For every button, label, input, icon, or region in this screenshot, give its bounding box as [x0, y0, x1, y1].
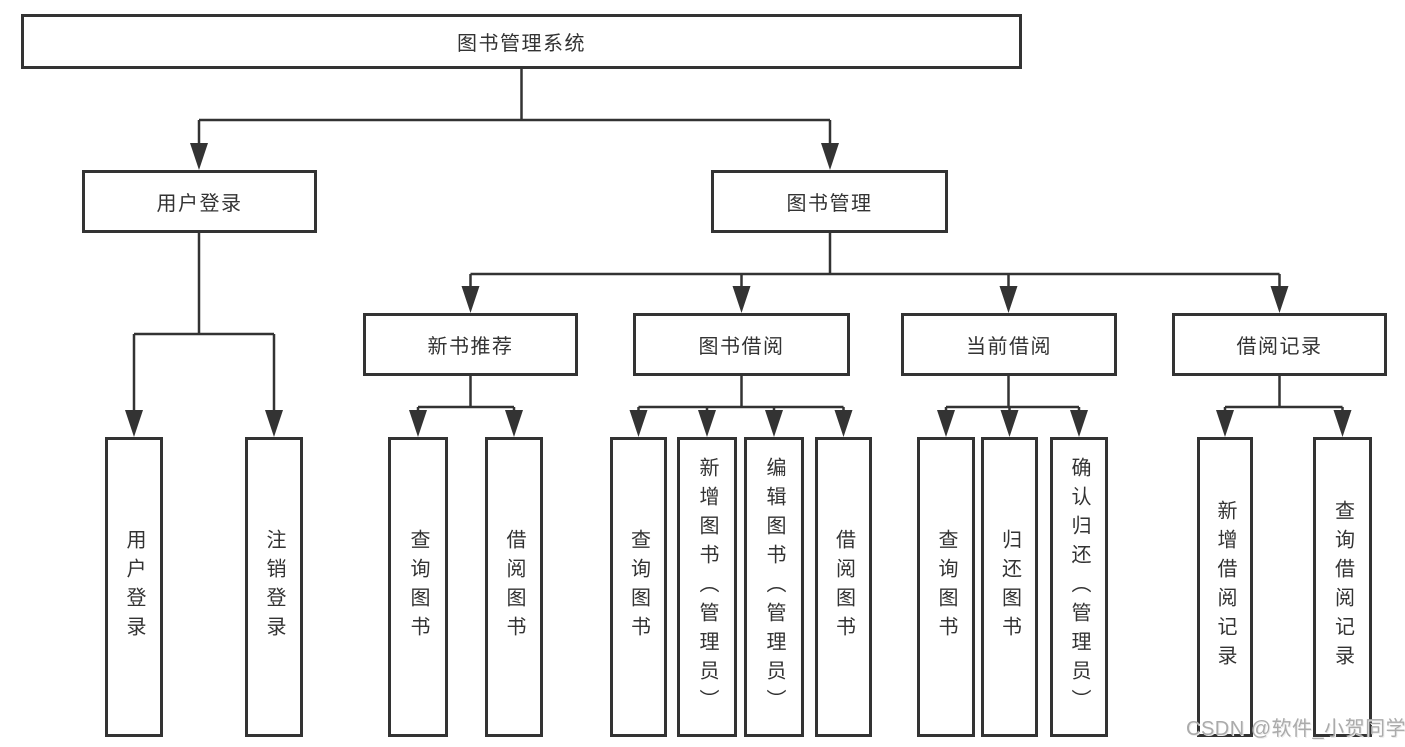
node-borrow-records-label: 借阅记录: [1236, 336, 1323, 358]
arrowhead-icon: [1333, 410, 1352, 437]
node-new-book-recommend: 新书推荐: [363, 313, 578, 376]
leaf-newbook-query: 查询图书: [388, 437, 448, 737]
node-book-management: 图书管理: [711, 170, 948, 233]
leaf-logout: 注销登录: [245, 437, 303, 737]
arrowhead-icon: [834, 410, 853, 437]
leaf-current-confirm-admin: 确认归还（管理员）: [1050, 437, 1108, 737]
node-new-book-recommend-label: 新书推荐: [427, 336, 514, 358]
arrowhead-icon: [1070, 410, 1088, 437]
node-book-management-label: 图书管理: [786, 193, 873, 215]
arrowhead-icon: [505, 410, 523, 437]
leaf-user-login: 用户登录: [105, 437, 163, 737]
arrowhead-icon: [125, 410, 143, 437]
leaf-record-add: 新增借阅记录: [1197, 437, 1253, 737]
arrowhead-icon: [1000, 410, 1019, 437]
leaf-newbook-query-label: 查询图书: [407, 529, 429, 645]
arrowhead-icon: [409, 410, 427, 437]
node-book-borrow: 图书借阅: [633, 313, 850, 376]
leaf-user-login-label: 用户登录: [123, 529, 145, 645]
leaf-newbook-borrow-label: 借阅图书: [503, 529, 525, 645]
leaf-borrow-query: 查询图书: [610, 437, 667, 737]
node-root-label: 图书管理系统: [457, 33, 586, 55]
arrowhead-icon: [732, 286, 751, 313]
arrowhead-icon: [1216, 410, 1234, 437]
leaf-borrow-add-admin-label: 新增图书（管理员）: [696, 456, 718, 718]
leaf-newbook-borrow: 借阅图书: [485, 437, 543, 737]
leaf-record-query: 查询借阅记录: [1313, 437, 1372, 737]
leaf-logout-label: 注销登录: [263, 529, 285, 645]
node-root: 图书管理系统: [21, 14, 1022, 69]
arrowhead-icon: [265, 410, 283, 437]
leaf-current-return-label: 归还图书: [998, 529, 1021, 645]
watermark: CSDN @软件_小贺同学: [1186, 718, 1405, 740]
node-current-borrow: 当前借阅: [901, 313, 1117, 376]
arrowhead-icon: [999, 286, 1018, 313]
leaf-current-query-label: 查询图书: [935, 529, 957, 645]
leaf-current-query: 查询图书: [917, 437, 975, 737]
arrowhead-icon: [629, 410, 648, 437]
leaf-borrow-query-label: 查询图书: [627, 529, 650, 645]
leaf-borrow-borrow-label: 借阅图书: [832, 529, 855, 645]
node-borrow-records: 借阅记录: [1172, 313, 1387, 376]
leaf-borrow-borrow: 借阅图书: [815, 437, 872, 737]
arrowhead-icon: [937, 410, 955, 437]
node-user-login: 用户登录: [82, 170, 317, 233]
leaf-current-confirm-admin-label: 确认归还（管理员）: [1068, 456, 1090, 718]
leaf-borrow-add-admin: 新增图书（管理员）: [677, 437, 737, 737]
arrowhead-icon: [461, 286, 480, 313]
arrowhead-icon: [698, 410, 716, 437]
leaf-borrow-edit-admin-label: 编辑图书（管理员）: [763, 456, 785, 718]
leaf-borrow-edit-admin: 编辑图书（管理员）: [744, 437, 804, 737]
node-current-borrow-label: 当前借阅: [966, 336, 1052, 358]
arrowhead-icon: [190, 143, 208, 170]
leaf-record-query-label: 查询借阅记录: [1331, 500, 1354, 674]
leaf-record-add-label: 新增借阅记录: [1214, 500, 1236, 674]
node-user-login-label: 用户登录: [156, 193, 243, 215]
arrowhead-icon: [765, 410, 783, 437]
arrowhead-icon: [1270, 286, 1289, 313]
leaf-current-return: 归还图书: [981, 437, 1038, 737]
node-book-borrow-label: 图书借阅: [698, 336, 785, 358]
arrowhead-icon: [821, 143, 839, 170]
